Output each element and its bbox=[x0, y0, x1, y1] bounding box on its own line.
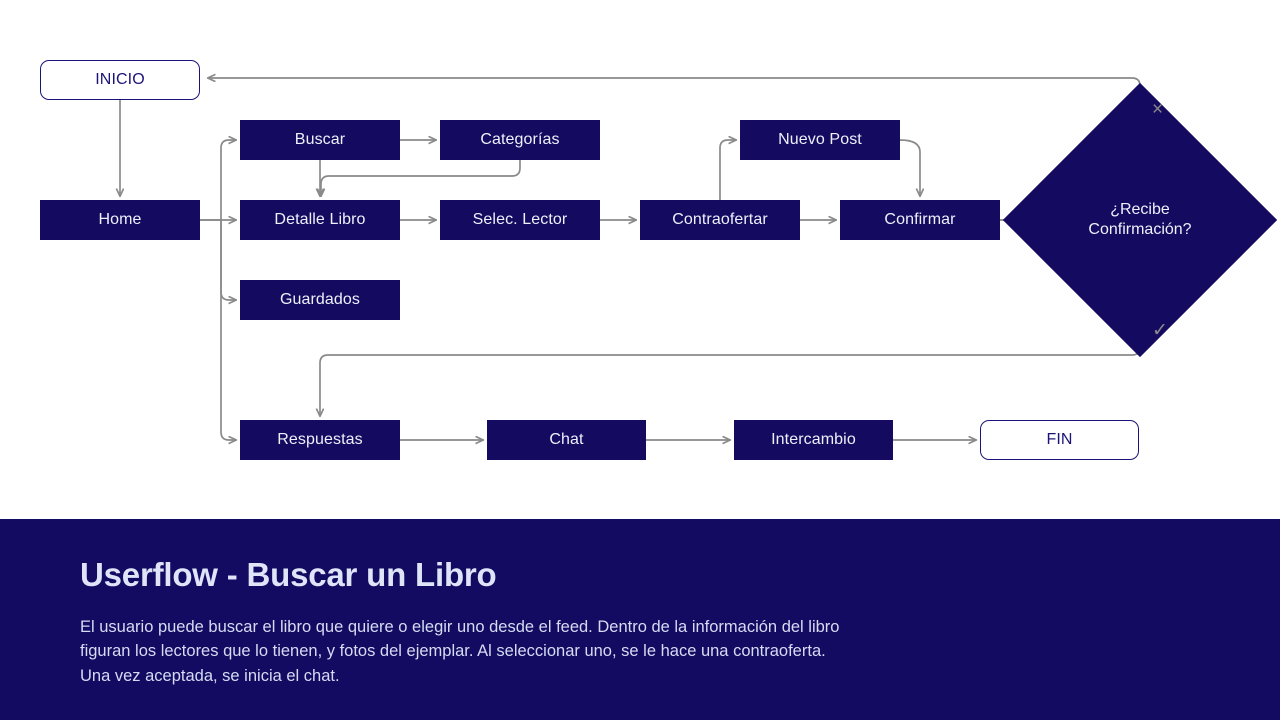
node-decision-recibe-confirmacion[interactable]: ¿Recibe Confirmación? bbox=[1002, 82, 1278, 358]
node-label: Chat bbox=[549, 430, 584, 448]
node-selec-lector[interactable]: Selec. Lector bbox=[440, 200, 600, 240]
decision-label: ¿Recibe Confirmación? bbox=[1088, 201, 1192, 238]
node-label: Categorías bbox=[480, 130, 560, 148]
node-label: Respuestas bbox=[277, 430, 363, 448]
node-contraofertar[interactable]: Contraofertar bbox=[640, 200, 800, 240]
node-detalle-libro[interactable]: Detalle Libro bbox=[240, 200, 400, 240]
node-label: Confirmar bbox=[884, 210, 956, 228]
caption-description: El usuario puede buscar el libro que qui… bbox=[80, 618, 840, 685]
cross-icon: × bbox=[1152, 99, 1164, 120]
node-categorias[interactable]: Categorías bbox=[440, 120, 600, 160]
node-intercambio[interactable]: Intercambio bbox=[734, 420, 893, 460]
node-label: Nuevo Post bbox=[778, 130, 862, 148]
node-nuevo-post[interactable]: Nuevo Post bbox=[740, 120, 900, 160]
node-label: Detalle Libro bbox=[274, 210, 366, 228]
node-label: Buscar bbox=[294, 130, 346, 148]
node-label: Guardados bbox=[279, 290, 361, 308]
node-label: Intercambio bbox=[771, 430, 856, 448]
check-icon: ✓ bbox=[1152, 320, 1168, 341]
caption-band: Userflow - Buscar un Libro El usuario pu… bbox=[0, 519, 1280, 720]
userflow-diagram: INICIO Home Buscar Categorías Detalle Li… bbox=[40, 60, 1278, 460]
node-respuestas[interactable]: Respuestas bbox=[240, 420, 400, 460]
node-label: Home bbox=[98, 210, 142, 228]
node-label: Selec. Lector bbox=[472, 210, 568, 228]
node-label: Contraofertar bbox=[672, 210, 768, 228]
node-buscar[interactable]: Buscar bbox=[240, 120, 400, 160]
node-label: INICIO bbox=[95, 70, 145, 88]
node-fin[interactable]: FIN bbox=[980, 420, 1139, 460]
page-title: Userflow - Buscar un Libro bbox=[80, 556, 497, 593]
node-home[interactable]: Home bbox=[40, 200, 200, 240]
node-guardados[interactable]: Guardados bbox=[240, 280, 400, 320]
node-label: FIN bbox=[1046, 430, 1073, 448]
node-inicio[interactable]: INICIO bbox=[40, 60, 200, 100]
node-confirmar[interactable]: Confirmar bbox=[840, 200, 1000, 240]
node-chat[interactable]: Chat bbox=[487, 420, 646, 460]
